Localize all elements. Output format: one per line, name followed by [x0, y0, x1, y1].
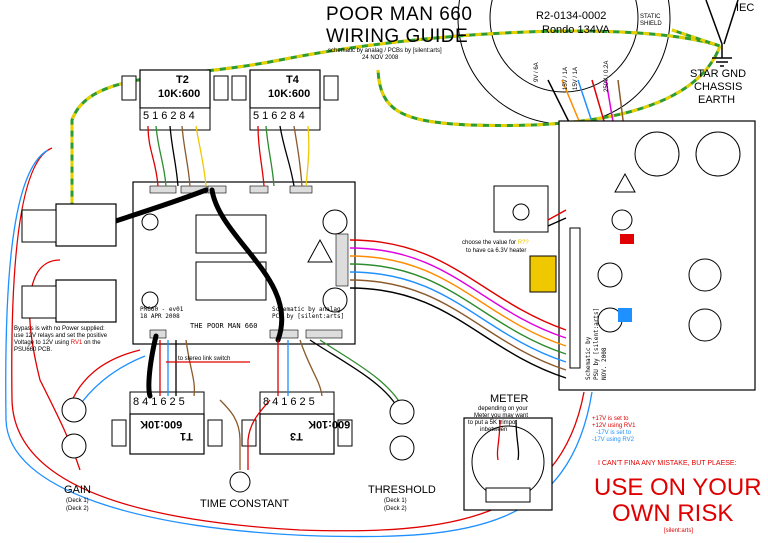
static-shield-2: SHIELD — [640, 21, 662, 27]
pcb-date: 18 APR 2008 — [140, 313, 180, 320]
ground-label-3: EARTH — [698, 94, 736, 106]
secondary-label-3: 15V / 1A — [573, 66, 579, 90]
iec-label: IEC — [736, 2, 755, 14]
bypass-note-5: PSU660 PCB. — [14, 347, 53, 353]
transformer-t3 — [241, 391, 353, 455]
mains-rating: Rondo 134VA — [542, 24, 610, 36]
title-line-1: POOR MAN 660 — [326, 4, 473, 25]
meter-note-4: inbetween — [480, 427, 508, 433]
title-line-2: WIRING GUIDE — [326, 26, 469, 47]
heater-socket — [493, 185, 557, 293]
mains-part-number: R2-0134-0002 — [536, 10, 607, 22]
t3-ratio: 600:10K — [308, 418, 351, 430]
t3-pins: 841625 — [263, 396, 318, 408]
bypass-note-1: Bypass is with no Power supplied: — [14, 326, 105, 332]
threshold-pots — [389, 399, 415, 461]
rail-note-2: +12V using RV1 — [592, 423, 636, 429]
meter-note-1: depending on your — [478, 406, 528, 412]
bypass-note-2: use 12V relays and set the positive — [14, 333, 108, 339]
ground-label-1: STAR GND — [690, 68, 747, 80]
gain-pots — [61, 397, 87, 459]
time-constant-pot — [229, 471, 251, 493]
time-constant-label: TIME CONSTANT — [200, 498, 290, 510]
heater-note-2: to have ca 6.3V heater — [466, 248, 527, 254]
main-pcb — [132, 181, 356, 345]
date: 24 NOV 2008 — [362, 55, 399, 61]
disclaimer-line-1: USE ON YOUR — [594, 474, 762, 501]
disclaimer-signature: [silent:arts] — [664, 528, 694, 534]
t2-pins: 516284 — [143, 110, 198, 122]
rail-note-3: -17V is set to — [596, 430, 632, 436]
rail-note-1: +17V is set to — [592, 416, 629, 422]
t1-ratio: 600:10K — [140, 418, 183, 430]
gain-label: GAIN — [64, 484, 91, 496]
threshold-deck2: (Deck 2) — [384, 506, 407, 512]
secondary-label-4: 250V / 0.2A — [604, 60, 610, 92]
psu-pcb — [558, 120, 756, 391]
t1-pins: 841625 — [133, 396, 188, 408]
ground-label-2: CHASSIS — [694, 81, 743, 93]
credits: schematic by analag / PCBs by [silent:ar… — [328, 48, 442, 54]
t3-name: T3 — [290, 430, 303, 442]
t2-ratio: 10K:600 — [158, 88, 201, 100]
transformer-t4 — [231, 69, 339, 131]
t2-name: T2 — [176, 74, 189, 86]
secondary-wires — [547, 79, 625, 129]
rail-note-4: -17V using RV2 — [592, 437, 634, 443]
stereo-link-note: to stereo link switch — [178, 356, 231, 362]
ribbon-wires — [349, 209, 567, 379]
t1-name: T1 — [180, 430, 193, 442]
ground-symbol — [712, 57, 732, 67]
meter-note-2: Meter you may want — [474, 413, 529, 419]
meter — [463, 417, 553, 511]
meter-label: METER — [490, 393, 529, 405]
pcb-credit-2: PCB by [silent:arts] — [272, 313, 345, 320]
psu-label-1: Schematic by — [585, 336, 592, 380]
threshold-label: THRESHOLD — [368, 484, 436, 496]
pcb-rev: PM660 - ev01 — [140, 306, 184, 313]
transformer-t2 — [121, 69, 229, 131]
disclaimer-line-2: OWN RISK — [612, 500, 734, 527]
earth-wires — [70, 28, 722, 205]
bypass-note-3: Voltage to 12V using RV1 on the — [14, 340, 101, 346]
pcb-credit-1: Schematic by analag — [272, 306, 341, 313]
pcb-title: THE POOR MAN 660 — [190, 322, 258, 330]
gain-deck2: (Deck 2) — [66, 506, 89, 512]
meter-note-3: to put a 5K trimpot — [468, 420, 518, 426]
disclaimer-top: I CAN'T FINA ANY MISTAKE, BUT PLAESE: — [598, 460, 737, 467]
t4-ratio: 10K:600 — [268, 88, 311, 100]
secondary-label-1: 9V / 6A — [534, 62, 540, 82]
psu-label-2: PSU by [silent:arts] — [593, 307, 600, 380]
secondary-label-2: 15V / 1A — [563, 66, 569, 90]
psu-label-3: NOV. 2008 — [601, 347, 608, 380]
heater-note-1: choose the value for R?? — [462, 240, 529, 246]
t4-name: T4 — [286, 74, 299, 86]
static-shield-1: STATIC — [640, 14, 661, 20]
bypass-relays — [21, 203, 117, 323]
top-transformer-wires — [147, 125, 310, 187]
gain-deck1: (Deck 1) — [66, 498, 89, 504]
t4-pins: 516284 — [253, 110, 308, 122]
threshold-deck1: (Deck 1) — [384, 498, 407, 504]
iec-wires — [705, 0, 739, 58]
